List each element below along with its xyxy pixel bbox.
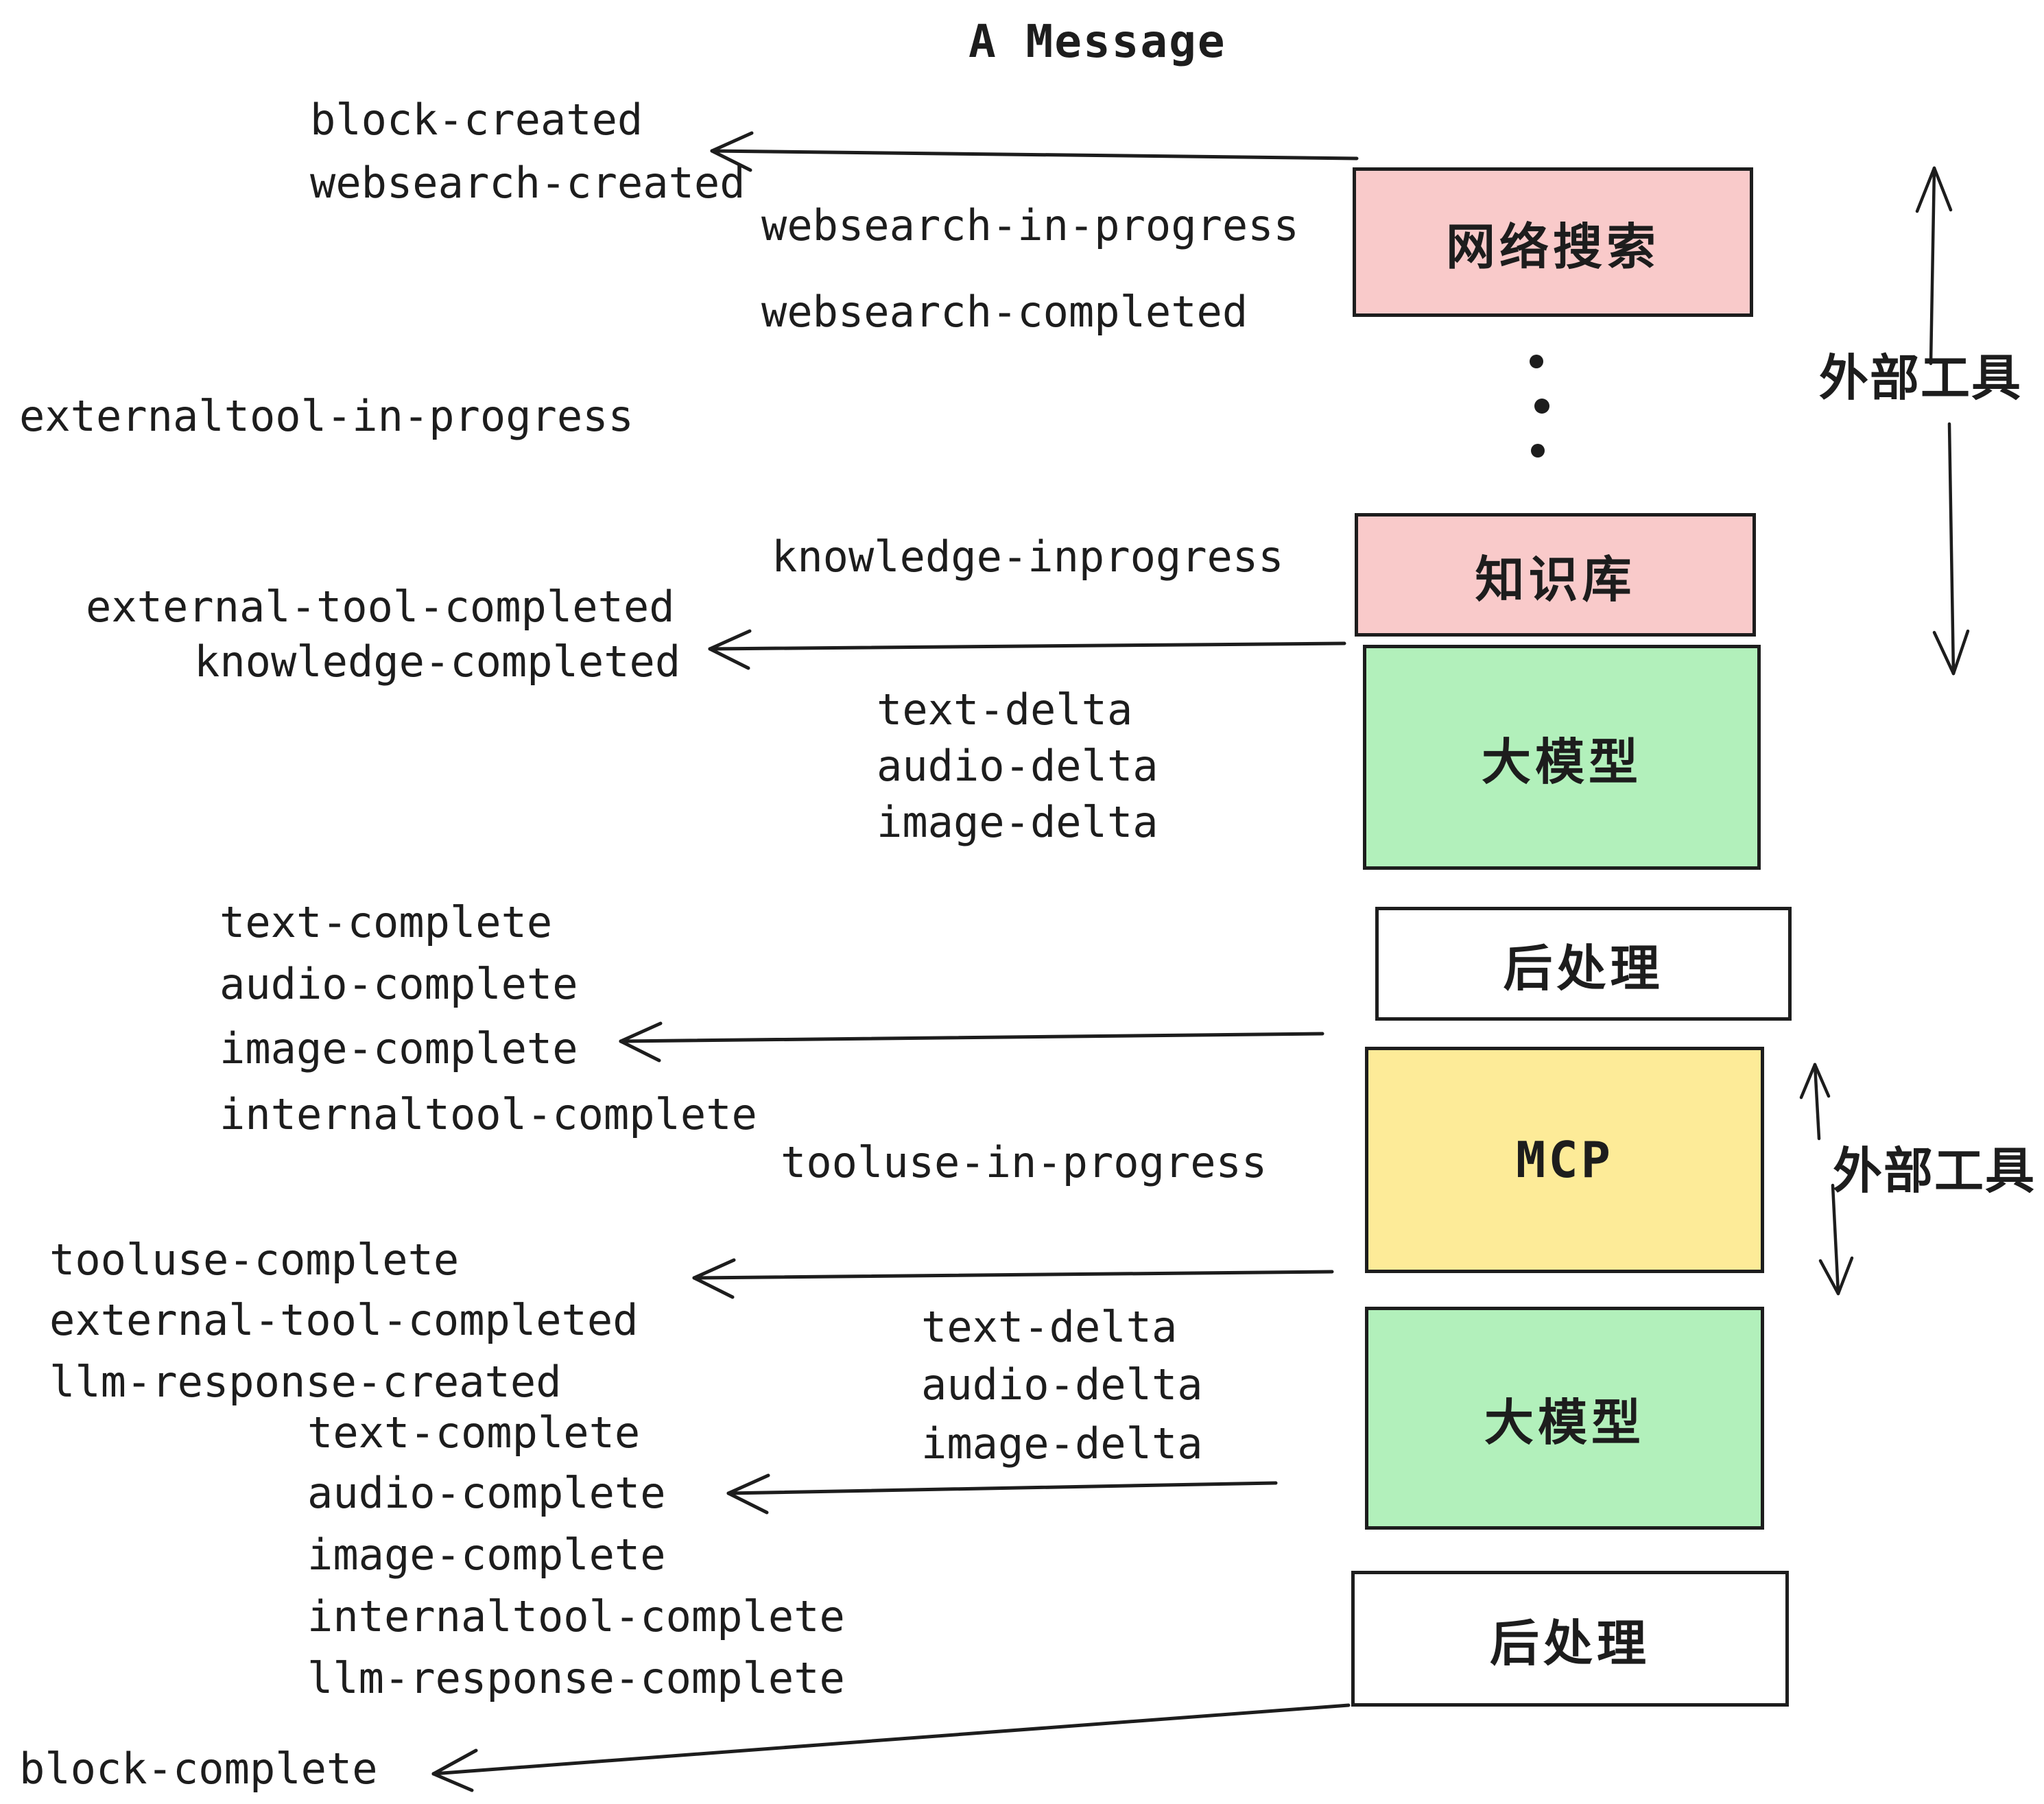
event-label-knowledge-completed: knowledge-completed	[194, 637, 681, 687]
event-label-external-tool-completed-2: external-tool-completed	[49, 1295, 639, 1345]
event-label-image-complete-2: image-complete	[307, 1530, 666, 1580]
node-websearch-label: 网络搜索	[1445, 219, 1660, 275]
node-mcp-label: MCP	[1515, 1131, 1614, 1189]
external-tool-span-up-arrow-icon	[1915, 166, 1953, 366]
event-label-text-complete-2: text-complete	[307, 1408, 641, 1458]
arrow-tooluse-complete-icon	[692, 1258, 1334, 1299]
event-label-text-delta-2: text-delta	[921, 1302, 1178, 1352]
mcp-external-tool-down-arrow-icon	[1818, 1183, 1854, 1296]
ellipsis-dots-icon	[1530, 355, 1549, 458]
arrow-block-complete-icon	[431, 1703, 1351, 1792]
arrow-knowledge-completed-icon	[708, 629, 1346, 670]
side-label-external-tool-mid: 外部工具	[1833, 1144, 2036, 1199]
event-label-external-tool-completed: external-tool-completed	[86, 582, 675, 632]
event-label-websearch-in-progress: websearch-in-progress	[761, 200, 1299, 250]
node-knowledge-label: 知识库	[1475, 552, 1636, 608]
event-label-externaltool-in-progress: externaltool-in-progress	[19, 391, 634, 441]
arrow-audio-complete-icon	[726, 1473, 1278, 1515]
node-postprocess-2: 后处理	[1351, 1571, 1789, 1707]
event-label-llm-response-created: llm-response-created	[49, 1357, 562, 1407]
event-label-internaltool-complete-2: internaltool-complete	[307, 1591, 845, 1641]
event-label-llm-response-complete: llm-response-complete	[307, 1653, 845, 1703]
node-postprocess-2-label: 后处理	[1489, 1616, 1650, 1672]
node-knowledge: 知识库	[1355, 513, 1756, 637]
node-llm-1: 大模型	[1363, 645, 1761, 870]
node-llm-2: 大模型	[1365, 1307, 1764, 1530]
arrow-block-created-icon	[710, 131, 1359, 172]
node-websearch: 网络搜索	[1353, 167, 1753, 317]
event-label-image-delta-2: image-delta	[921, 1419, 1203, 1469]
event-label-image-complete-1: image-complete	[219, 1023, 578, 1073]
event-label-tooluse-complete: tooluse-complete	[49, 1235, 460, 1285]
event-label-text-complete-1: text-complete	[219, 897, 553, 947]
node-llm-1-label: 大模型	[1481, 735, 1642, 790]
node-llm-2-label: 大模型	[1484, 1396, 1645, 1451]
event-label-audio-delta-1: audio-delta	[877, 741, 1158, 791]
event-label-websearch-created: websearch-created	[310, 158, 746, 208]
node-postprocess-1-label: 后处理	[1503, 941, 1664, 997]
event-label-audio-delta-2: audio-delta	[921, 1360, 1203, 1410]
event-label-audio-complete-1: audio-complete	[219, 959, 578, 1009]
external-tool-span-down-arrow-icon	[1932, 422, 1970, 676]
event-label-websearch-completed: websearch-completed	[761, 287, 1248, 337]
arrow-image-complete-icon	[619, 1021, 1324, 1063]
event-label-block-complete: block-complete	[19, 1744, 378, 1794]
mcp-external-tool-up-arrow-icon	[1799, 1063, 1831, 1141]
node-mcp: MCP	[1365, 1047, 1764, 1273]
event-label-audio-complete-2: audio-complete	[307, 1468, 666, 1518]
event-label-internaltool-complete-1: internaltool-complete	[219, 1089, 757, 1139]
node-postprocess-1: 后处理	[1375, 907, 1792, 1021]
page-title: A Message	[968, 15, 1226, 68]
event-label-tooluse-in-progress: tooluse-in-progress	[781, 1137, 1268, 1187]
event-label-image-delta-1: image-delta	[877, 797, 1158, 847]
event-label-knowledge-inprogress: knowledge-inprogress	[772, 532, 1284, 582]
event-label-text-delta-1: text-delta	[877, 685, 1133, 735]
side-label-external-tool-top: 外部工具	[1819, 351, 2023, 406]
event-label-block-created: block-created	[310, 95, 643, 145]
